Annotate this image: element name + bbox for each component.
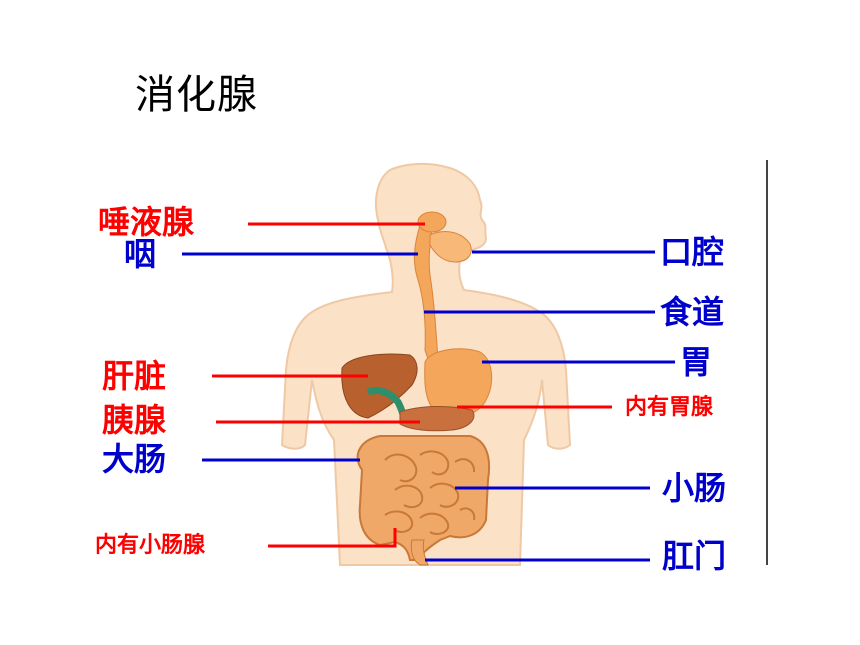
label-pharynx: 咽 bbox=[124, 235, 157, 273]
label-pancreas: 胰腺 bbox=[102, 401, 167, 439]
line-intestinal-gland bbox=[268, 528, 397, 548]
label-stomach: 胃 bbox=[680, 343, 713, 381]
stomach-shape bbox=[424, 348, 493, 418]
small-intestine-shape bbox=[384, 450, 476, 535]
pancreas-shape bbox=[399, 405, 475, 432]
label-intestinal-gland: 内有小肠腺 bbox=[95, 533, 206, 558]
label-small-intestine: 小肠 bbox=[662, 469, 727, 507]
label-anus: 肛门 bbox=[662, 537, 727, 575]
label-esophagus: 食道 bbox=[660, 293, 725, 331]
salivary-gland-shape bbox=[417, 211, 447, 233]
rectum-shape bbox=[410, 539, 429, 566]
label-gastric-gland: 内有胃腺 bbox=[625, 395, 714, 420]
mouth-shape bbox=[429, 231, 472, 263]
label-large-intestine: 大肠 bbox=[102, 440, 167, 478]
page-title: 消化腺 bbox=[135, 72, 258, 118]
label-salivary-gland: 唾液腺 bbox=[98, 203, 195, 241]
liver-shape bbox=[341, 353, 418, 419]
label-liver: 肝脏 bbox=[102, 357, 167, 395]
label-mouth: 口腔 bbox=[660, 233, 725, 271]
